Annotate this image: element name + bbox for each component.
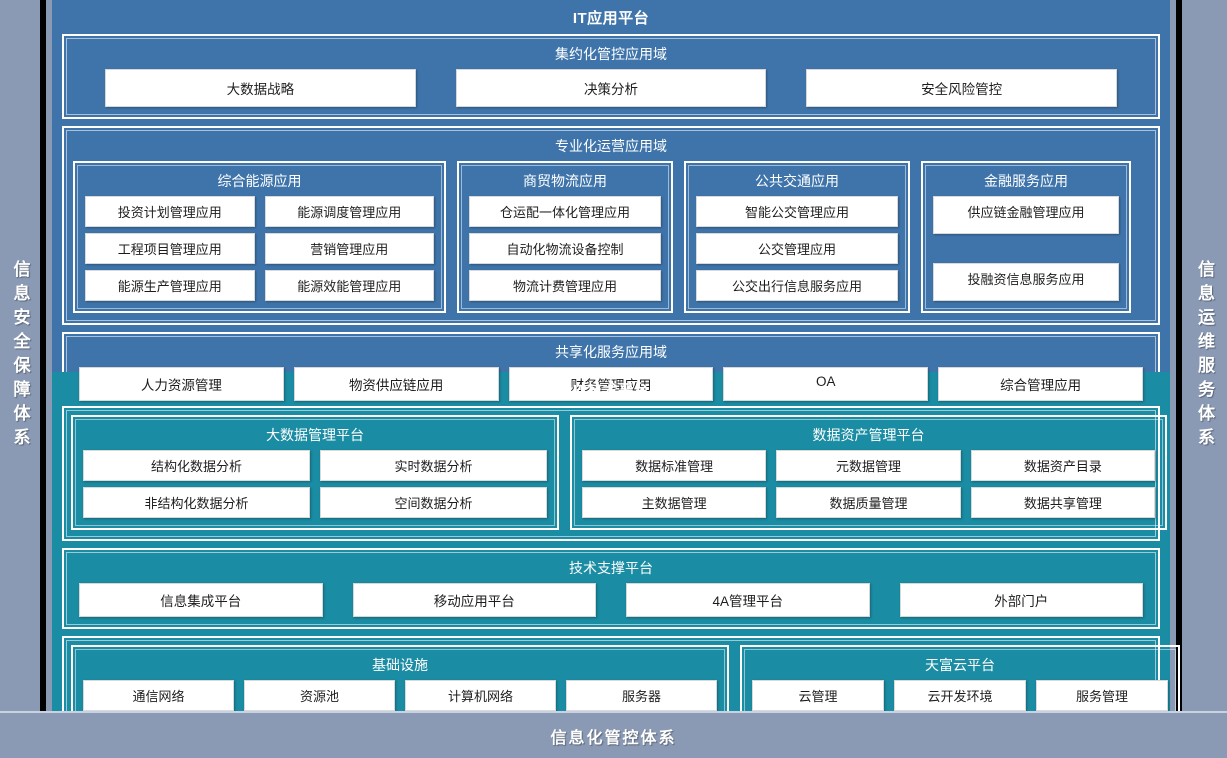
- cell-realtime-data-analysis[interactable]: 实时数据分析: [320, 450, 547, 481]
- group-data-asset-platform: 数据资产管理平台 数据标准管理 元数据管理 数据资产目录 主数据管理 数据质量管…: [570, 415, 1167, 530]
- cell-energy-dispatch[interactable]: 能源调度管理应用: [264, 196, 434, 227]
- bottom-band-informatization-governance: 信息化管控体系: [0, 711, 1227, 758]
- chip-finance-management[interactable]: 财务管理应用: [508, 367, 714, 401]
- platform-stack: IT应用平台 集约化管控应用域 大数据战略 决策分析 安全风险管控 专业化运营应…: [52, 0, 1180, 758]
- cell-bus-management[interactable]: 公交管理应用: [696, 233, 898, 264]
- chip-oa[interactable]: OA: [723, 367, 929, 401]
- cell-warehouse-integrated[interactable]: 仓运配一体化管理应用: [469, 196, 661, 227]
- cell-smart-bus-management[interactable]: 智能公交管理应用: [696, 196, 898, 227]
- cell-spatial-data-analysis[interactable]: 空间数据分析: [320, 487, 547, 518]
- cell-resource-pool[interactable]: 资源池: [244, 680, 395, 711]
- group-trade-logistics-title: 商贸物流应用: [523, 173, 607, 189]
- cell-investment-financing-info[interactable]: 投融资信息服务应用: [933, 263, 1119, 301]
- chip-4a-management-platform[interactable]: 4A管理平台: [626, 583, 870, 617]
- cell-computer-network[interactable]: 计算机网络: [405, 680, 556, 711]
- group-public-transit-title: 公共交通应用: [755, 173, 839, 189]
- group-integrated-energy-title: 综合能源应用: [217, 173, 302, 189]
- group-public-transit: 公共交通应用 智能公交管理应用 公交管理应用 公交出行信息服务应用: [684, 161, 910, 313]
- group-infrastructure-title: 基础设施: [372, 657, 428, 673]
- chip-decision-analysis[interactable]: 决策分析: [455, 69, 767, 107]
- cell-investment-plan[interactable]: 投资计划管理应用: [85, 196, 255, 227]
- cell-supply-chain-finance[interactable]: 供应链金融管理应用: [933, 196, 1119, 234]
- shared-services-items: 人力资源管理 物资供应链应用 财务管理应用 OA 综合管理应用: [73, 367, 1149, 401]
- right-rail-label: 信息运维服务体系: [1195, 259, 1214, 452]
- cell-energy-production[interactable]: 能源生产管理应用: [85, 270, 255, 301]
- cell-master-data-management[interactable]: 主数据管理: [582, 487, 767, 518]
- tech-platform-title: IT技术平台: [572, 382, 650, 399]
- cell-data-standard-management[interactable]: 数据标准管理: [582, 450, 767, 481]
- cell-communication-network[interactable]: 通信网络: [83, 680, 234, 711]
- domain-intensive-management: 集约化管控应用域 大数据战略 决策分析 安全风险管控: [62, 34, 1160, 119]
- cell-metadata-management[interactable]: 元数据管理: [776, 450, 961, 481]
- domain-professional-title: 专业化运营应用域: [555, 138, 667, 154]
- chip-hr-management[interactable]: 人力资源管理: [79, 367, 284, 401]
- group-big-data-title: 大数据管理平台: [266, 427, 364, 443]
- cell-service-management[interactable]: 服务管理: [1036, 680, 1168, 711]
- cell-unstructured-data-analysis[interactable]: 非结构化数据分析: [83, 487, 310, 518]
- left-rail-information-security: 信息安全保障体系: [0, 0, 46, 711]
- group-cloud-title: 天富云平台: [925, 657, 995, 673]
- tech-support-title: 技术支撑平台: [569, 560, 653, 576]
- data-platform-row: 大数据管理平台 结构化数据分析 实时数据分析 非结构化数据分析 空间数据分析: [71, 415, 1167, 530]
- domain-intensive-title: 集约化管控应用域: [555, 46, 667, 62]
- cell-marketing-management[interactable]: 营销管理应用: [264, 233, 434, 264]
- domain-tech-support-platform: 技术支撑平台 信息集成平台 移动应用平台 4A管理平台 外部门户: [62, 548, 1160, 629]
- cell-automated-logistics[interactable]: 自动化物流设备控制: [469, 233, 661, 264]
- it-technology-platform: IT技术平台 大数据管理平台 结构化数据分析 实时数据分析 非结构化数据分析: [52, 372, 1180, 758]
- cell-engineering-project[interactable]: 工程项目管理应用: [85, 233, 255, 264]
- group-integrated-energy: 综合能源应用 投资计划管理应用 能源调度管理应用 工程项目管理应用 营销管理应用…: [73, 161, 446, 313]
- chip-external-portal[interactable]: 外部门户: [899, 583, 1143, 617]
- domain-shared-services-title: 共享化服务应用域: [555, 344, 667, 360]
- it-application-platform: IT应用平台 集约化管控应用域 大数据战略 决策分析 安全风险管控 专业化运营应…: [52, 0, 1170, 413]
- cell-data-quality-management[interactable]: 数据质量管理: [776, 487, 961, 518]
- app-platform-title: IT应用平台: [572, 10, 650, 27]
- cell-structured-data-analysis[interactable]: 结构化数据分析: [83, 450, 310, 481]
- domain-intensive-items: 大数据战略 决策分析 安全风险管控: [73, 69, 1149, 107]
- professional-group-row: 综合能源应用 投资计划管理应用 能源调度管理应用 工程项目管理应用 营销管理应用…: [73, 161, 1149, 313]
- cell-data-sharing-management[interactable]: 数据共享管理: [970, 487, 1155, 518]
- group-data-asset-title: 数据资产管理平台: [812, 427, 925, 443]
- chip-security-risk-control[interactable]: 安全风险管控: [806, 69, 1118, 107]
- group-big-data-platform: 大数据管理平台 结构化数据分析 实时数据分析 非结构化数据分析 空间数据分析: [71, 415, 559, 530]
- chip-material-supply-chain[interactable]: 物资供应链应用: [293, 367, 499, 401]
- bottom-band-label: 信息化管控体系: [550, 729, 677, 747]
- cell-bus-travel-info[interactable]: 公交出行信息服务应用: [696, 270, 898, 301]
- cell-data-asset-catalog[interactable]: 数据资产目录: [970, 450, 1155, 481]
- chip-integrated-management[interactable]: 综合管理应用: [938, 367, 1143, 401]
- cell-logistics-billing[interactable]: 物流计费管理应用: [469, 270, 661, 301]
- tech-support-items: 信息集成平台 移动应用平台 4A管理平台 外部门户: [73, 583, 1149, 617]
- group-trade-logistics: 商贸物流应用 仓运配一体化管理应用 自动化物流设备控制 物流计费管理应用: [457, 161, 673, 313]
- domain-shared-services: 共享化服务应用域 人力资源管理 物资供应链应用 财务管理应用 OA 综合管理应用: [62, 332, 1160, 413]
- cell-cloud-management[interactable]: 云管理: [752, 680, 884, 711]
- group-financial-services-title: 金融服务应用: [984, 173, 1068, 189]
- group-financial-services: 金融服务应用 供应链金融管理应用 投融资信息服务应用: [921, 161, 1131, 313]
- cell-cloud-dev-environment[interactable]: 云开发环境: [894, 680, 1026, 711]
- chip-info-integration-platform[interactable]: 信息集成平台: [79, 583, 323, 617]
- chip-big-data-strategy[interactable]: 大数据战略: [105, 69, 416, 107]
- cell-energy-efficiency[interactable]: 能源效能管理应用: [264, 270, 434, 301]
- cell-server[interactable]: 服务器: [566, 680, 717, 711]
- cell-finance-spacer: [933, 240, 1119, 257]
- left-rail-label: 信息安全保障体系: [10, 259, 30, 452]
- right-rail-it-operations: 信息运维服务体系: [1176, 0, 1227, 711]
- chip-mobile-app-platform[interactable]: 移动应用平台: [352, 583, 596, 617]
- domain-professional-operations: 专业化运营应用域 综合能源应用 投资计划管理应用 能源调度管理应用 工程项目管理…: [62, 126, 1160, 325]
- domain-data-platforms: 大数据管理平台 结构化数据分析 实时数据分析 非结构化数据分析 空间数据分析: [62, 406, 1167, 541]
